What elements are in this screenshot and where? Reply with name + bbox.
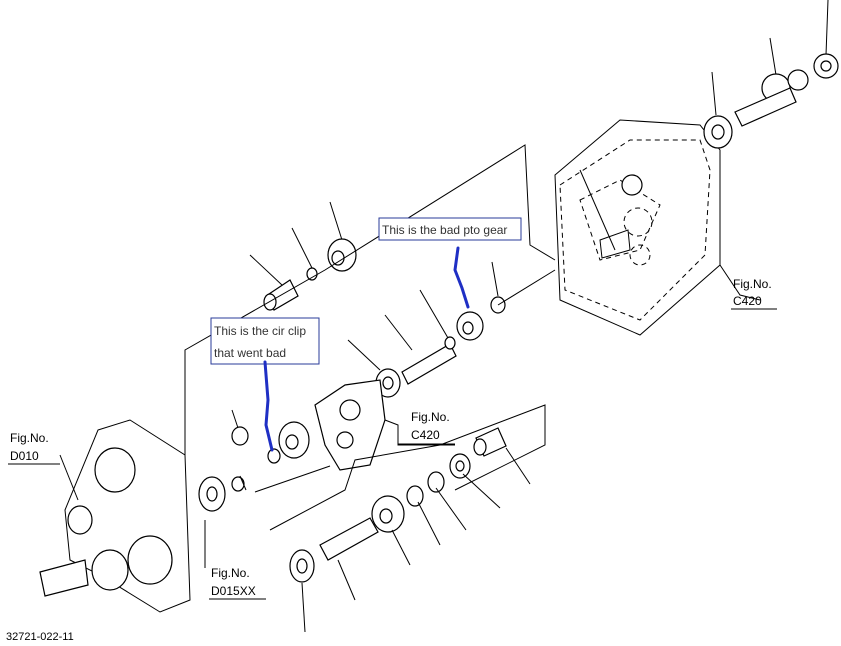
ref-d010: Fig.No. D010 (8, 431, 60, 465)
drive-gear (198, 475, 247, 568)
pto-gear (456, 261, 556, 341)
upper-gear-assembly (249, 201, 357, 311)
circlip-annotation: This is the cir clip that went bad (210, 317, 320, 452)
circlip-note-line1: This is the cir clip (214, 324, 306, 338)
pump-plate (314, 379, 455, 471)
input-shaft-assembly (703, 0, 839, 149)
pto-gear-annotation: This is the bad pto gear (378, 217, 522, 309)
fig-label: Fig.No. (10, 431, 49, 445)
fig-label: Fig.No. (411, 410, 450, 424)
lower-shaft-assembly (269, 404, 546, 633)
pto-gear-note: This is the bad pto gear (382, 223, 507, 237)
ref-d015xx: Fig.No. D015XX (209, 566, 266, 600)
transmission-case (554, 119, 721, 336)
fig-number: D010 (10, 449, 39, 463)
fig-label: Fig.No. (211, 566, 250, 580)
fig-number: C420 (411, 428, 440, 442)
circlip-gear-assembly (231, 409, 331, 493)
middle-shaft (347, 289, 457, 398)
ref-c420-middle: Fig.No. C420 (398, 410, 455, 445)
part-code: 32721-022-11 (6, 631, 74, 643)
fig-number: C420 (733, 294, 762, 308)
fig-number: D015XX (211, 584, 256, 598)
circlip-note-line2: that went bad (214, 346, 286, 360)
fig-label: Fig.No. (733, 277, 772, 291)
ref-c420-upper: Fig.No. C420 (731, 277, 777, 310)
front-housing (39, 419, 191, 613)
